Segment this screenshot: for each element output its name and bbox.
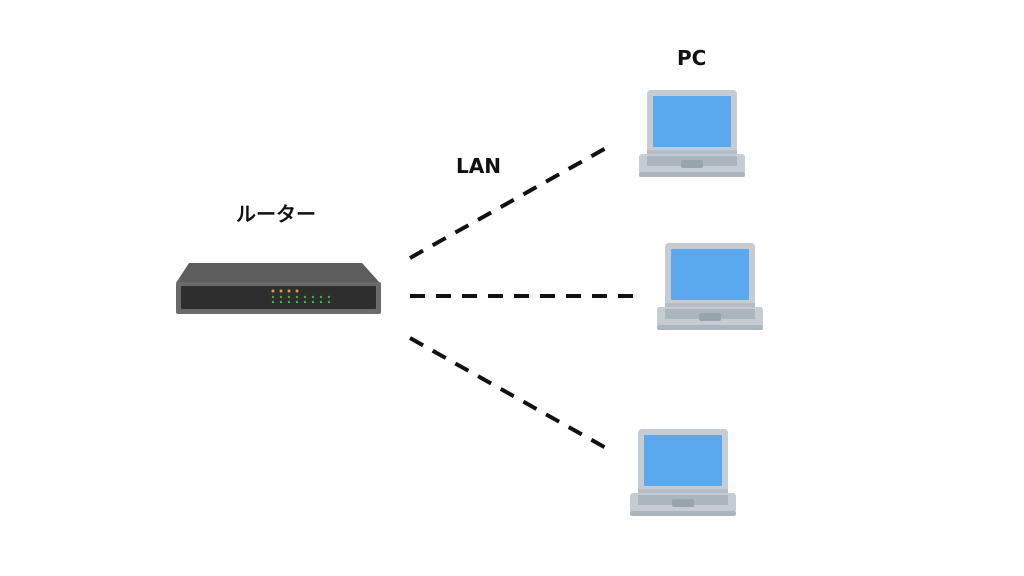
- router-led-indicators: [271, 289, 331, 304]
- lan-cables: [409, 146, 636, 450]
- router-label: ルーター: [236, 202, 316, 226]
- pc-label: PC: [677, 46, 707, 70]
- lan-cable-3: [409, 336, 607, 450]
- router-icon: [176, 263, 381, 314]
- laptop-icon: [639, 90, 745, 177]
- laptop-icon: [630, 429, 736, 516]
- lan-cable-1: [409, 146, 607, 260]
- lan-label: LAN: [456, 154, 501, 178]
- laptop-icon: [657, 243, 763, 330]
